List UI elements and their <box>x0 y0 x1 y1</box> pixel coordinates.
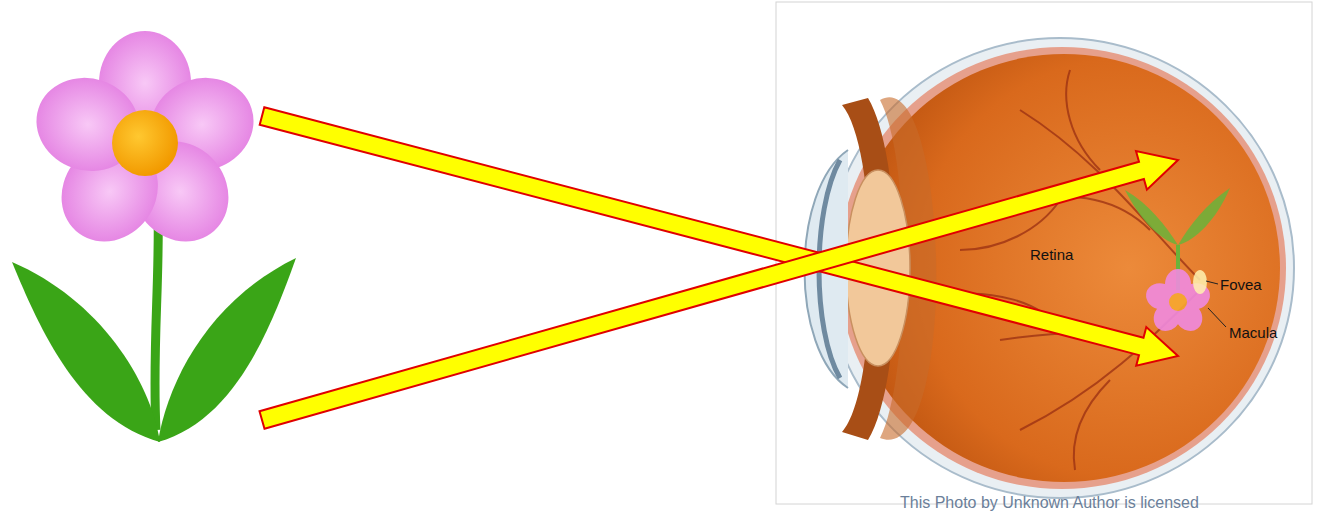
part-label: Macula <box>1229 324 1277 342</box>
petals <box>24 31 265 261</box>
part-label: Retina <box>1030 246 1073 264</box>
light-ray-arrow <box>260 107 1178 365</box>
part-label: Fovea <box>1220 276 1262 294</box>
choroid <box>838 47 1286 489</box>
blood-vessels <box>950 70 1200 470</box>
retina <box>848 54 1280 482</box>
retinal-image <box>1125 188 1230 336</box>
leaf <box>12 262 160 442</box>
sclera <box>826 38 1294 498</box>
attribution-text: This Photo by Unknown Author is licensed <box>900 494 1199 512</box>
flower <box>12 31 296 442</box>
fovea-spot <box>1193 270 1207 294</box>
stem <box>155 205 158 430</box>
leader-line <box>1208 308 1226 327</box>
leader-line <box>1206 281 1218 284</box>
flower-center <box>112 110 178 176</box>
light-ray-arrow <box>260 151 1179 429</box>
